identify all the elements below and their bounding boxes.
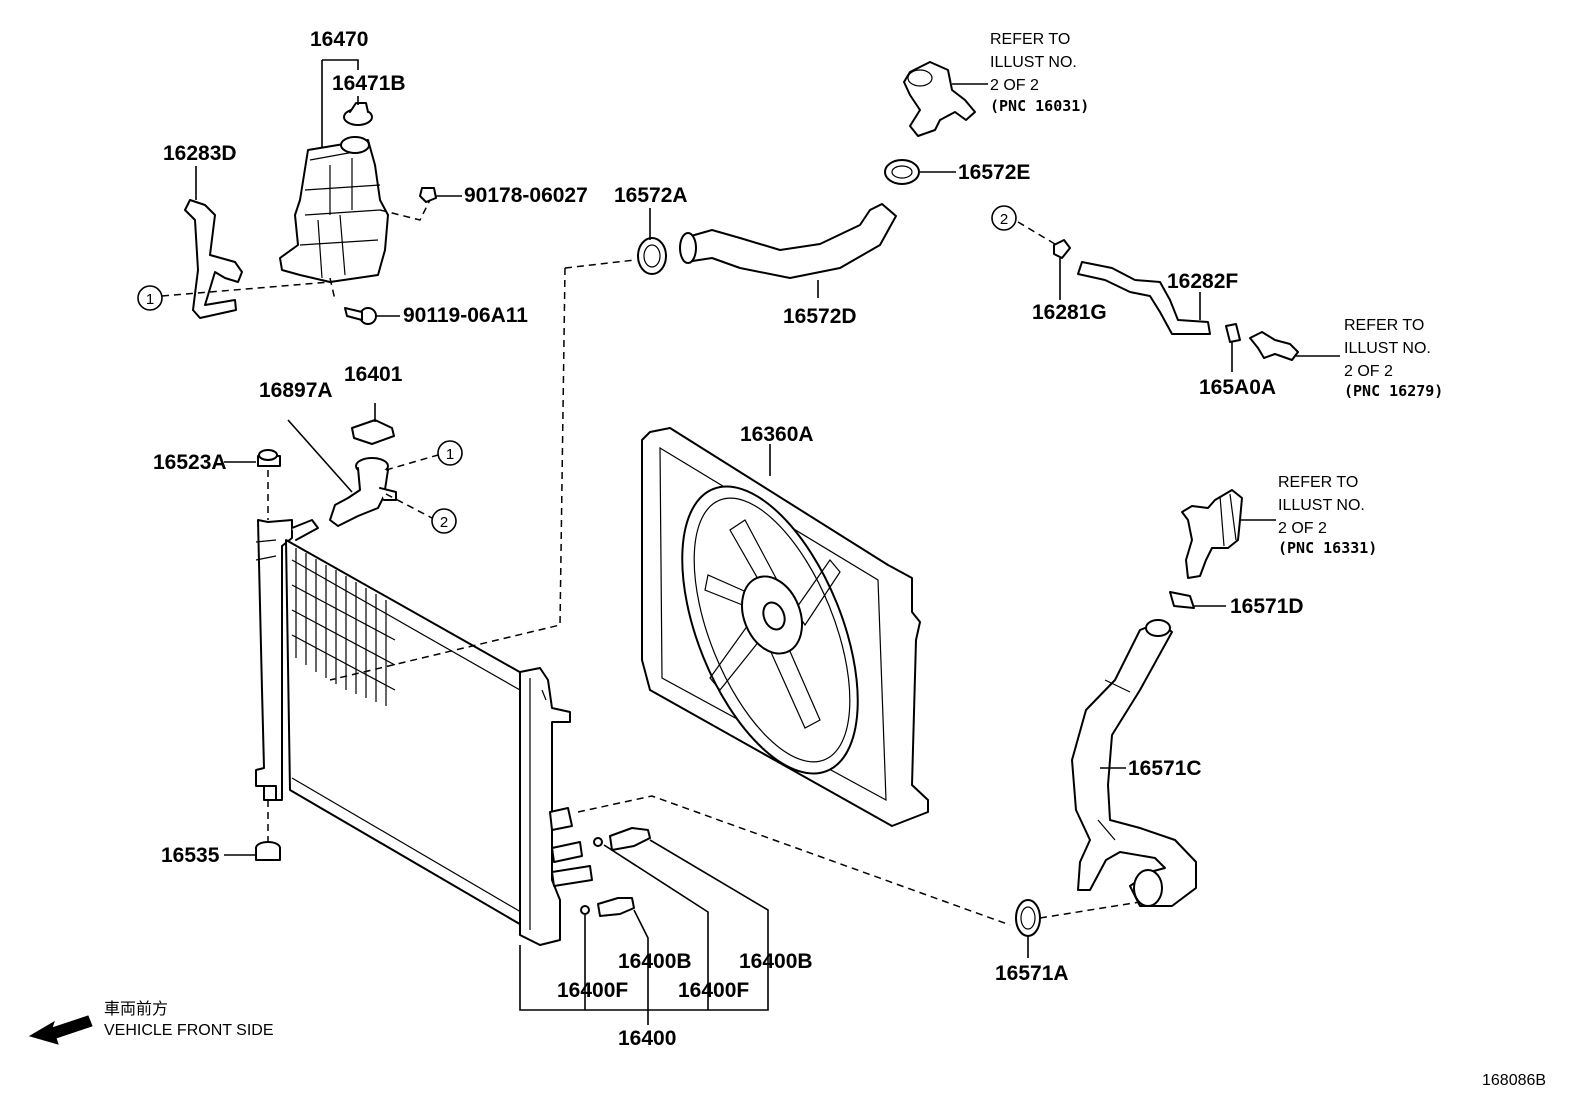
callout-1-left: 1 [137, 285, 163, 311]
refer1-line1: REFER TO [990, 31, 1070, 48]
hose-clamp-16572A [637, 237, 667, 275]
refer2-line2: ILLUST NO. [1344, 340, 1431, 357]
label-16535: 16535 [161, 844, 220, 867]
hose-clip-165A0A [1225, 323, 1241, 343]
callout-2-bypass: 2 [991, 205, 1017, 231]
refer-block-16031: REFER TO ILLUST NO. 2 OF 2 (PNC 16031) [990, 31, 1089, 115]
direction-label-en: VEHICLE FRONT SIDE [104, 1022, 274, 1039]
label-16571D: 16571D [1230, 595, 1304, 618]
bypass-pipe-16279 [1249, 331, 1299, 361]
refer3-line2: ILLUST NO. [1278, 497, 1365, 514]
label-16401: 16401 [344, 363, 403, 386]
hose-clip-16281G [1053, 239, 1071, 259]
bypass-leaders [1017, 221, 1340, 372]
reservoir-leaders [161, 59, 462, 317]
label-16572A: 16572A [614, 184, 688, 207]
callout-1-neck: 1 [437, 440, 463, 466]
bypass-hose-16282F [1077, 261, 1211, 335]
direction-label-jp: 車両前方 [104, 1000, 168, 1018]
label-16282F: 16282F [1167, 270, 1238, 293]
label-165A0A: 165A0A [1199, 376, 1276, 399]
label-90178-06027: 90178-06027 [464, 184, 588, 207]
refer2-line1: REFER TO [1344, 317, 1424, 334]
label-16400: 16400 [618, 1027, 676, 1050]
refer1-line3: 2 OF 2 [990, 77, 1039, 94]
radiator-cap-16401 [351, 419, 395, 445]
support-cushion-16523A [257, 449, 281, 467]
refer3-line1: REFER TO [1278, 474, 1358, 491]
label-16283D: 16283D [163, 142, 237, 165]
upper-hose-leaders [649, 171, 956, 298]
label-90119-06A11: 90119-06A11 [403, 304, 528, 327]
callout-1-left-text: 1 [146, 291, 154, 308]
thermostat-16331 [1181, 489, 1243, 579]
hose-clamp-16572E [884, 159, 920, 185]
drain-leaders [519, 795, 1011, 1025]
label-16470: 16470 [310, 28, 368, 51]
radiator [255, 519, 593, 946]
refer3-line4: (PNC 16331) [1278, 539, 1377, 557]
reservoir-tank [279, 136, 389, 283]
fan-shroud-16360A [641, 427, 929, 827]
bolt-90119 [344, 307, 377, 325]
label-16897A: 16897A [259, 379, 333, 402]
illustration-id: 168086B [1482, 1072, 1546, 1089]
callout-2-bypass-text: 2 [1000, 211, 1008, 228]
hose-clamp-16571A [1015, 899, 1041, 937]
drain-plugs [580, 827, 651, 917]
gasket-16571D [1169, 591, 1195, 609]
refer1-line2: ILLUST NO. [990, 54, 1077, 71]
refer2-line3: 2 OF 2 [1344, 363, 1393, 380]
refer2-line4: (PNC 16279) [1344, 382, 1443, 400]
nut-90178 [419, 187, 437, 203]
label-16523A: 16523A [153, 451, 227, 474]
refer1-line4: (PNC 16031) [990, 97, 1089, 115]
lower-hose-leaders [1027, 519, 1276, 958]
label-16400F-left: 16400F [557, 979, 628, 1002]
water-inlet-16031 [903, 61, 976, 137]
refer3-line3: 2 OF 2 [1278, 520, 1327, 537]
refer-block-16279: REFER TO ILLUST NO. 2 OF 2 (PNC 16279) [1344, 317, 1443, 400]
callout-1-neck-text: 1 [446, 446, 454, 463]
label-16400B-right: 16400B [739, 950, 813, 973]
filler-neck-16897A [329, 457, 397, 527]
label-16572E: 16572E [958, 161, 1030, 184]
vehicle-front-arrow-icon [28, 1015, 93, 1045]
label-16571A: 16571A [995, 962, 1069, 985]
support-cushion-16535 [255, 841, 281, 861]
overflow-hose-16283D [184, 199, 243, 319]
label-16400F-right: 16400F [678, 979, 749, 1002]
label-16400B-left: 16400B [618, 950, 692, 973]
upper-hose-16572D [679, 203, 897, 279]
lower-hose-16571C [1071, 619, 1197, 907]
callout-2-neck: 2 [431, 508, 457, 534]
label-16360A: 16360A [740, 423, 814, 446]
refer-block-16331: REFER TO ILLUST NO. 2 OF 2 (PNC 16331) [1278, 474, 1377, 557]
label-16281G: 16281G [1032, 301, 1107, 324]
label-16571C: 16571C [1128, 757, 1202, 780]
radiator-leaders [224, 259, 636, 856]
label-16471B: 16471B [332, 72, 406, 95]
label-16572D: 16572D [783, 305, 857, 328]
callout-2-neck-text: 2 [440, 514, 448, 531]
reservoir-cap [343, 102, 373, 126]
